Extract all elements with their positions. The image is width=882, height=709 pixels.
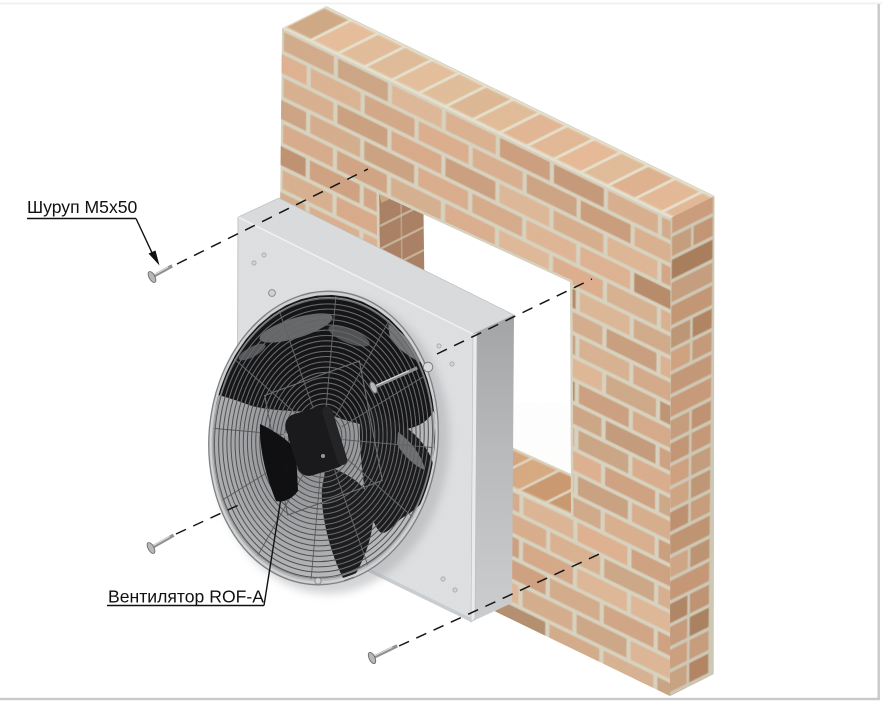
svg-text:Вентилятор ROF-A: Вентилятор ROF-A — [108, 587, 264, 607]
svg-text:Шуруп M5x50: Шуруп M5x50 — [27, 197, 138, 217]
